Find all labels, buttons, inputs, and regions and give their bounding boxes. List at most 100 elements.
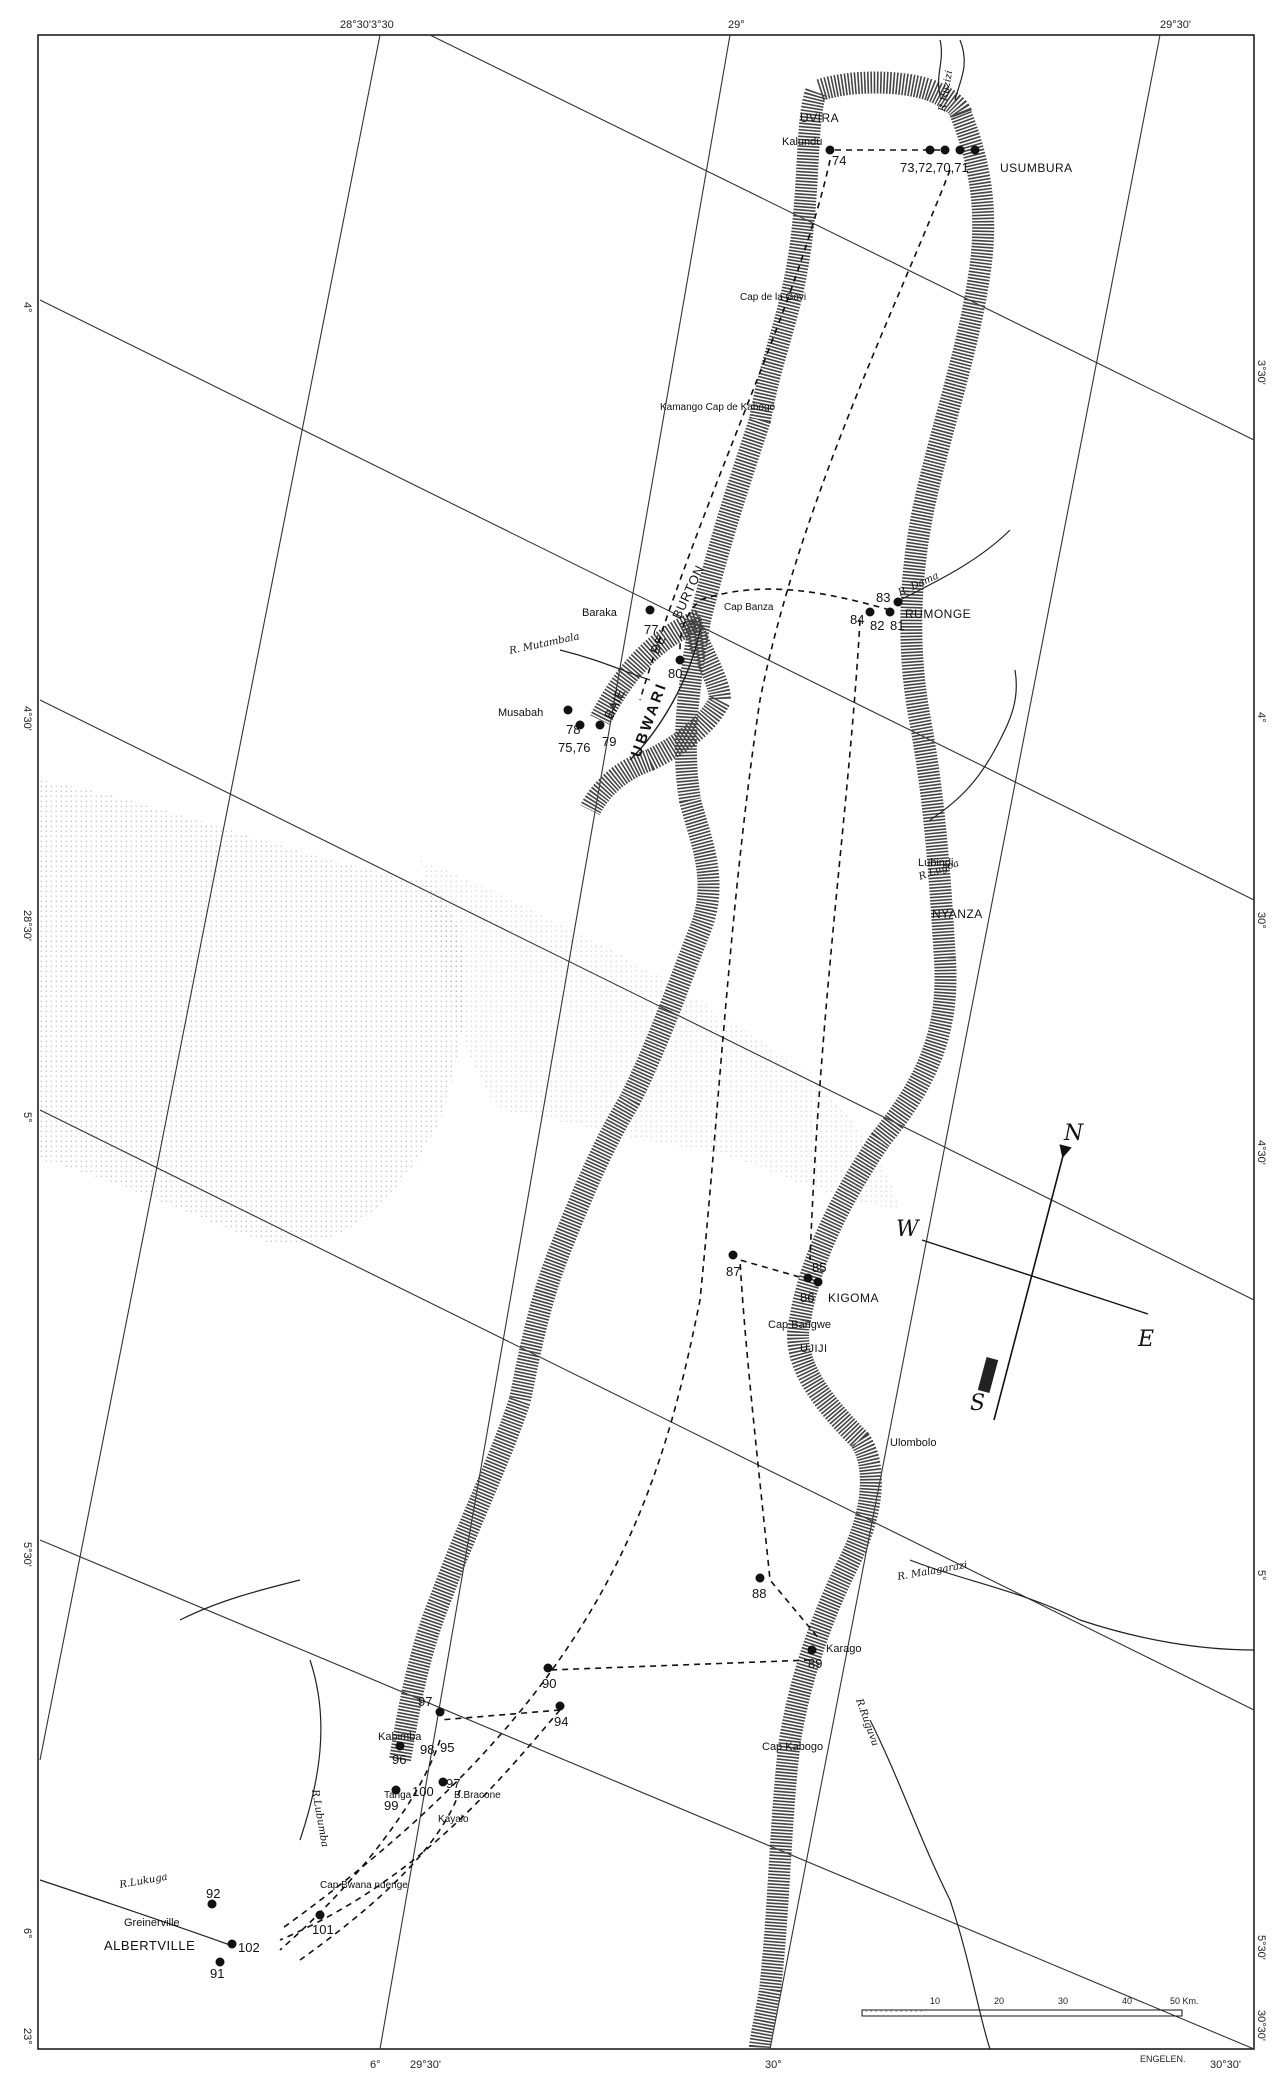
label-ruguvu: R.Ruguvu [853, 1696, 881, 1747]
graticule [39, 34, 1255, 2050]
route-inner-1 [279, 1739, 441, 1951]
scale-tick-5: 50 Km. [1170, 1996, 1199, 2006]
label-rumonge: RUMONGE [905, 607, 971, 621]
left-label-3: 28°30' [21, 910, 33, 941]
station-73-70: 73,72,70,71 [900, 160, 969, 175]
left-label-2: 4°30' [21, 706, 33, 731]
ubwari-peninsula [580, 616, 732, 816]
right-label-5: 5° [1255, 1570, 1267, 1581]
label-kayalo: Kayalo [438, 1814, 469, 1825]
route-94-kabimba [439, 1709, 561, 1721]
label-lukuga: R.Lukuga [118, 1872, 169, 1891]
station-102: 102 [238, 1940, 260, 1955]
scale-bar: 10 20 30 40 50 Km. [861, 1996, 1199, 2017]
route-kalundu-south [639, 159, 831, 701]
compass-rose: N S E W [896, 1121, 1154, 1421]
scale-tick-2: 20 [994, 1996, 1004, 2006]
station-94: 94 [554, 1714, 568, 1729]
right-label-4: 4°30' [1255, 1140, 1267, 1165]
station-80: 80 [668, 666, 682, 681]
label-albertville: ALBERTVILLE [104, 1938, 195, 1953]
label-cap-kabogo: Cap Kabogo [762, 1741, 823, 1753]
label-cap-bangwe: Cap Bangwe [768, 1319, 831, 1331]
route-rumonge-west [679, 588, 891, 651]
station-99: 99 [384, 1798, 398, 1813]
label-musabah: Musabah [498, 707, 543, 719]
station-82: 82 [870, 618, 884, 633]
scale-tick-4: 40 [1122, 1996, 1132, 2006]
mutambala-river [559, 649, 651, 681]
station-88: 88 [752, 1586, 766, 1601]
right-label-1: 3°30' [1255, 360, 1267, 385]
label-nyanza: NYANZA [932, 907, 983, 921]
right-label-7: 30°30' [1255, 2010, 1267, 2041]
station-dots [207, 145, 980, 1967]
station-74: 74 [832, 153, 846, 168]
place-labels: UVIRA Kalundu USUMBURA Cap de la Govi Ka… [104, 111, 1073, 1953]
label-ruzizi: R.Ruzizi [937, 70, 955, 114]
label-kalundu: Kalundu [782, 136, 822, 148]
left-label-7: 23° [21, 2028, 33, 2045]
station-100: 100 [412, 1784, 434, 1799]
compass-east: E [1137, 1327, 1154, 1352]
station-90: 90 [542, 1676, 556, 1691]
ruguvu-river [869, 1719, 991, 2050]
station-77: 77 [644, 622, 658, 637]
compass-north: N [1063, 1121, 1084, 1146]
top-label-1: 28°30'3°30 [340, 19, 394, 31]
label-greinerville: Greinerville [124, 1917, 180, 1929]
lake-shoreline [389, 71, 995, 2050]
dama-river [899, 529, 1011, 601]
station-78: 78 [566, 722, 580, 737]
station-83: 83 [876, 590, 890, 605]
bottom-label-3: 30° [765, 2059, 782, 2071]
station-85: 85 [812, 1260, 826, 1275]
label-ulombolo: Ulombolo [890, 1437, 936, 1449]
label-ujiji: UJIJI [800, 1343, 828, 1355]
expedition-routes [279, 149, 951, 1961]
station-97-top: 97 [418, 1694, 432, 1709]
left-label-4: 5° [21, 1112, 33, 1123]
label-malagarazi: R. Malagarazi [896, 1560, 969, 1583]
western-stream [179, 1579, 301, 1621]
map-frame [37, 34, 1255, 2050]
route-rumonge-kigoma [809, 619, 861, 1261]
label-lubindi: Lubindi [918, 857, 953, 869]
label-tanga: Tanga [384, 1790, 412, 1801]
route-inner-2 [299, 1789, 461, 1961]
compass-south: S [970, 1391, 985, 1416]
station-75-76: 75,76 [558, 740, 591, 755]
station-92: 92 [206, 1886, 220, 1901]
label-karago: Karago [826, 1643, 861, 1655]
station-87: 87 [726, 1264, 740, 1279]
label-kamango: Kamango Cap de Kabogo [660, 402, 776, 413]
bottom-label-4: 30°30' [1210, 2059, 1241, 2071]
label-de: DE [647, 633, 669, 657]
frame-labels: 28°30'3°30 29° 29°30' 6° 29°30' 30° 30°3… [21, 19, 1267, 2071]
highland-stipple [40, 780, 465, 1245]
label-mutambala: R. Mutambala [507, 631, 580, 657]
station-96: 96 [392, 1752, 406, 1767]
station-79: 79 [602, 734, 616, 749]
station-91: 91 [210, 1966, 224, 1981]
station-98: 98 [420, 1742, 434, 1757]
label-cap-banza: Cap Banza [724, 602, 774, 613]
compass-west: W [896, 1217, 921, 1242]
top-label-3: 29°30' [1160, 19, 1191, 31]
right-label-3: 30° [1255, 912, 1267, 929]
bottom-label-1: 6° [370, 2059, 381, 2071]
station-97: 97 [446, 1776, 460, 1791]
station-89: 89 [808, 1656, 822, 1671]
station-numbers: 73,72,70,71 74 77 78 75,76 79 80 84 83 8… [206, 153, 969, 1981]
rivers [39, 39, 1255, 2050]
station-101: 101 [312, 1922, 334, 1937]
scale-tick-1: 10 [930, 1996, 940, 2006]
bottom-label-2: 29°30' [410, 2059, 441, 2071]
label-kabimba: Kabimba [378, 1731, 422, 1743]
top-label-2: 29° [728, 19, 745, 31]
route-kigoma-87-88 [739, 1258, 821, 1641]
label-usumbura: USUMBURA [1000, 161, 1073, 175]
route-karago-90 [549, 1659, 811, 1671]
label-uvira: UVIRA [800, 111, 839, 125]
